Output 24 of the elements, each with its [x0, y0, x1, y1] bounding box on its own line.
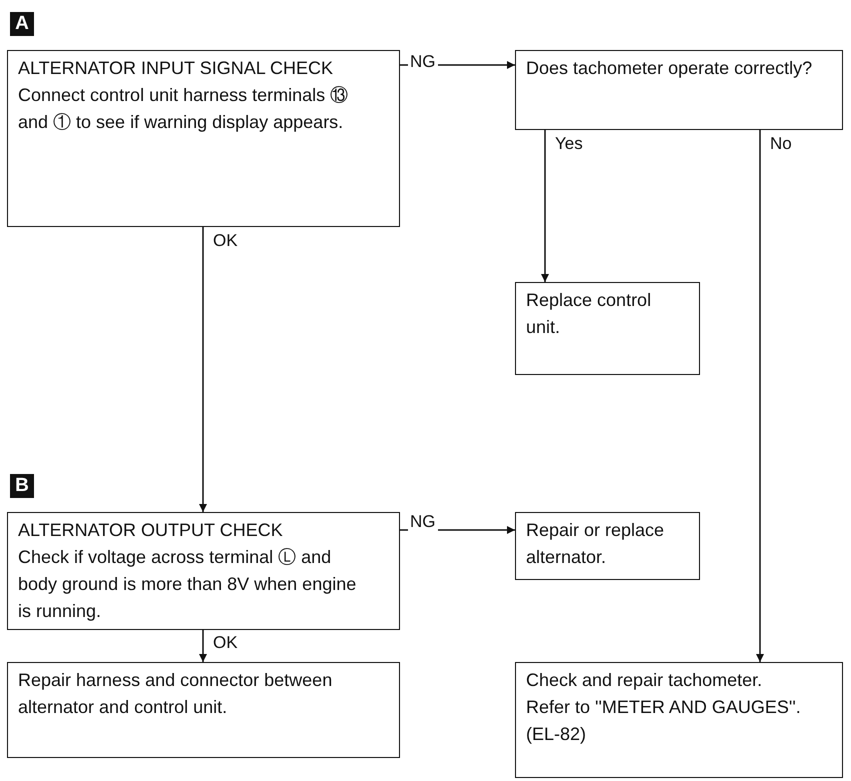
process-box — [515, 662, 843, 778]
arrow — [541, 130, 549, 282]
box-text: Repair or replace alternator. — [526, 519, 666, 569]
process-box — [7, 50, 400, 227]
arrow — [199, 227, 207, 512]
section-marker: A — [10, 12, 34, 36]
box-text: Refer to ''METER AND GAUGES''. (EL-82) — [526, 696, 802, 746]
box-heading: ALTERNATOR INPUT SIGNAL CHECK — [18, 57, 334, 80]
box-heading: Check and repair tachometer. — [526, 669, 764, 692]
box-text: Check if voltage across terminal Ⓛ and body ground is more than 8V when engine is running. — [18, 546, 358, 623]
arrow — [199, 630, 207, 662]
box-text: Replace control unit. — [526, 289, 652, 339]
section-marker: B — [10, 474, 34, 498]
process-box — [515, 512, 700, 580]
process-box — [515, 50, 843, 130]
process-box — [515, 282, 700, 375]
edge-label: NG — [408, 512, 438, 532]
process-box — [7, 662, 400, 758]
box-heading: ALTERNATOR OUTPUT CHECK — [18, 519, 284, 542]
box-text: Connect control unit harness terminals ⑬ and ① to see if warning display appears. — [18, 84, 350, 134]
process-box — [7, 512, 400, 630]
arrow — [756, 130, 764, 662]
box-text: Repair harness and connector between alternator and control unit. — [18, 669, 334, 719]
box-text: Does tachometer operate correctly? — [526, 57, 814, 80]
